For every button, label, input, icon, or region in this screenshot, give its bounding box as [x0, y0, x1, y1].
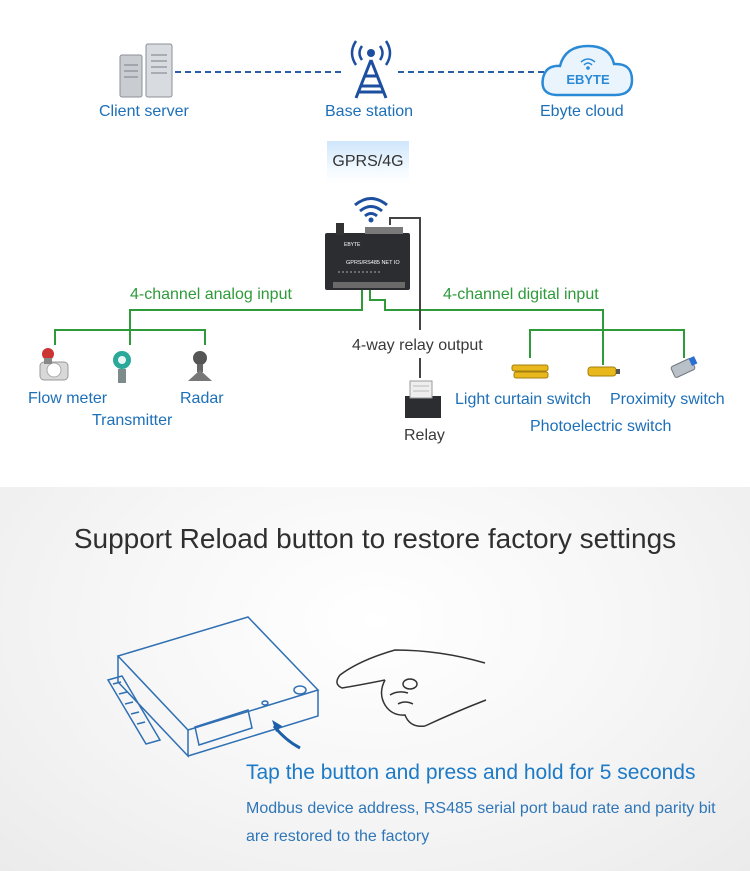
analog-input-label: 4-channel analog input: [130, 286, 292, 303]
flow-meter-icon: [39, 348, 69, 381]
cloud-icon: [541, 44, 634, 97]
client-server-label: Client server: [99, 103, 189, 120]
wifi-icon: [354, 197, 388, 223]
reset-description: Modbus device address, RS485 serial port…: [246, 800, 716, 845]
reload-panel: [0, 487, 750, 871]
tap-instruction: Tap the button and press and hold for 5 …: [246, 761, 696, 784]
io-device: EBYTE GPRS/RS485 NET IO: [325, 223, 410, 290]
digital-input-label: 4-channel digital input: [443, 286, 599, 303]
server-icon: [119, 43, 173, 98]
relay-icon: [405, 380, 441, 418]
device-brand: EBYTE: [344, 242, 361, 248]
transmitter-label: Transmitter: [92, 412, 173, 429]
proximity-icon: [670, 356, 698, 378]
ebyte-cloud-label: Ebyte cloud: [540, 103, 624, 120]
light-curtain-label: Light curtain switch: [455, 391, 592, 408]
transmitter-icon: [113, 351, 131, 383]
device-label: GPRS/RS485 NET IO: [346, 260, 400, 266]
base-station-label: Base station: [325, 103, 414, 120]
radar-label: Radar: [180, 390, 224, 407]
photoelectric-icon: [587, 366, 620, 377]
relay-label: Relay: [404, 427, 445, 444]
photoelectric-label: Photoelectric switch: [530, 418, 672, 435]
flow-meter-label: Flow meter: [28, 390, 108, 407]
radar-icon: [188, 351, 212, 381]
relay-wiring: [389, 217, 421, 330]
hand-icon: [336, 649, 487, 728]
tower-icon: [350, 40, 392, 99]
device-sketch: [106, 616, 320, 758]
press-arrowhead-icon: [272, 720, 282, 732]
light-curtain-icon: [511, 364, 549, 379]
green-wiring: [54, 290, 685, 365]
gprs-4g-label: GPRS/4G: [327, 141, 409, 183]
reload-headline: Support Reload button to restore factory…: [73, 523, 677, 554]
relay-output-label: 4-way relay output: [352, 337, 483, 355]
cloud-logo-text: EBYTE: [566, 72, 610, 87]
proximity-label: Proximity switch: [610, 391, 725, 408]
